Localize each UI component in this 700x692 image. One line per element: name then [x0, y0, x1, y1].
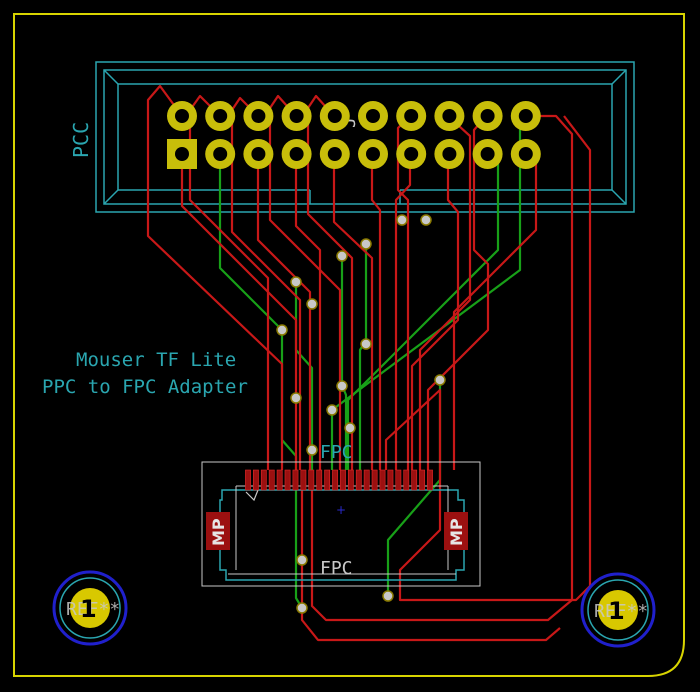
mount-left-ref: REF** [66, 599, 120, 620]
fpc-pin [395, 469, 402, 491]
fpc-pins [245, 469, 433, 491]
fpc-pin [355, 469, 362, 491]
vias [276, 214, 446, 614]
header-pin-hole [518, 109, 533, 123]
header-pin-hole [289, 109, 304, 123]
fpc-pin [245, 469, 251, 491]
header-pin-hole [480, 147, 495, 161]
fpc-pin [324, 469, 331, 491]
fpc-pin [260, 469, 267, 491]
mounting-hole-icon [580, 572, 656, 648]
fpc-pin [316, 469, 323, 491]
fpc-pin [340, 469, 346, 491]
fpc-pin [292, 469, 299, 491]
fpc-ref-bottom: FPC [320, 558, 353, 579]
fpc-pin [419, 469, 425, 491]
fpc-pin [332, 469, 338, 491]
header-pin-hole [213, 109, 228, 123]
fpc-pin [268, 469, 275, 491]
fpc-pin [387, 469, 394, 491]
header-pin-hole [213, 147, 228, 161]
header-pin-hole [518, 147, 533, 161]
fpc-pin [379, 469, 386, 491]
header-pin-hole [251, 147, 266, 161]
mp-label-left: MP [209, 518, 228, 546]
board-outline [13, 13, 685, 677]
header-pin-hole [175, 147, 189, 161]
fpc-pin [284, 469, 291, 491]
header-pin-hole [366, 147, 380, 161]
header-pin-hole [404, 147, 419, 161]
mounting-hole-icon [52, 570, 128, 646]
board-title-line1: Mouser TF Lite [76, 349, 236, 371]
fpc-pin [300, 469, 307, 491]
mounting-hole-right: REF** 1 [580, 572, 656, 648]
fpc-pin [347, 469, 354, 491]
fpc-pin [363, 469, 370, 491]
header-pin-hole [327, 109, 342, 123]
header-pin-hole [289, 147, 304, 161]
fpc-pin [253, 469, 259, 491]
fpc-pin [403, 469, 410, 491]
header-pin-hole [327, 147, 342, 161]
fpc-pin [308, 469, 315, 491]
fpc-center-marker: + [336, 503, 346, 517]
fpc-connector: FPC FPC + MP MP [201, 442, 481, 587]
fpc-courtyard [201, 461, 481, 587]
fpc-pin [276, 469, 283, 491]
fpc-pin [371, 469, 378, 491]
mount-right-ref: REF** [594, 601, 648, 622]
pcc-header-outline [95, 61, 635, 213]
fpc-body-outline [219, 489, 465, 581]
mount-right-pad-number: 1 [608, 597, 625, 625]
header-pin-hole [175, 109, 189, 123]
header-pin-hole [442, 147, 457, 161]
header-pin-hole [251, 109, 266, 123]
mp-label-right: MP [447, 518, 466, 546]
mp-pad-right [444, 512, 468, 550]
fpc-pin [427, 469, 433, 491]
fpc-pin1-marker [245, 489, 259, 502]
header-pin-hole [442, 109, 457, 123]
header-pin-hole [480, 109, 495, 123]
mount-left-pad-number: 1 [80, 595, 97, 623]
fpc-ref-top: FPC [320, 442, 353, 463]
header-pin-hole [404, 109, 419, 123]
mp-pad-left [206, 512, 230, 550]
pcc-header-pins [167, 101, 541, 169]
board-title-line2: PPC to FPC Adapter [42, 376, 248, 398]
pcc-ref-label: PCC [69, 122, 93, 158]
pin1-marker: J [339, 117, 360, 128]
header-pin-hole [366, 109, 380, 123]
fpc-pin [411, 469, 418, 491]
mounting-hole-left: REF** 1 [52, 570, 128, 646]
